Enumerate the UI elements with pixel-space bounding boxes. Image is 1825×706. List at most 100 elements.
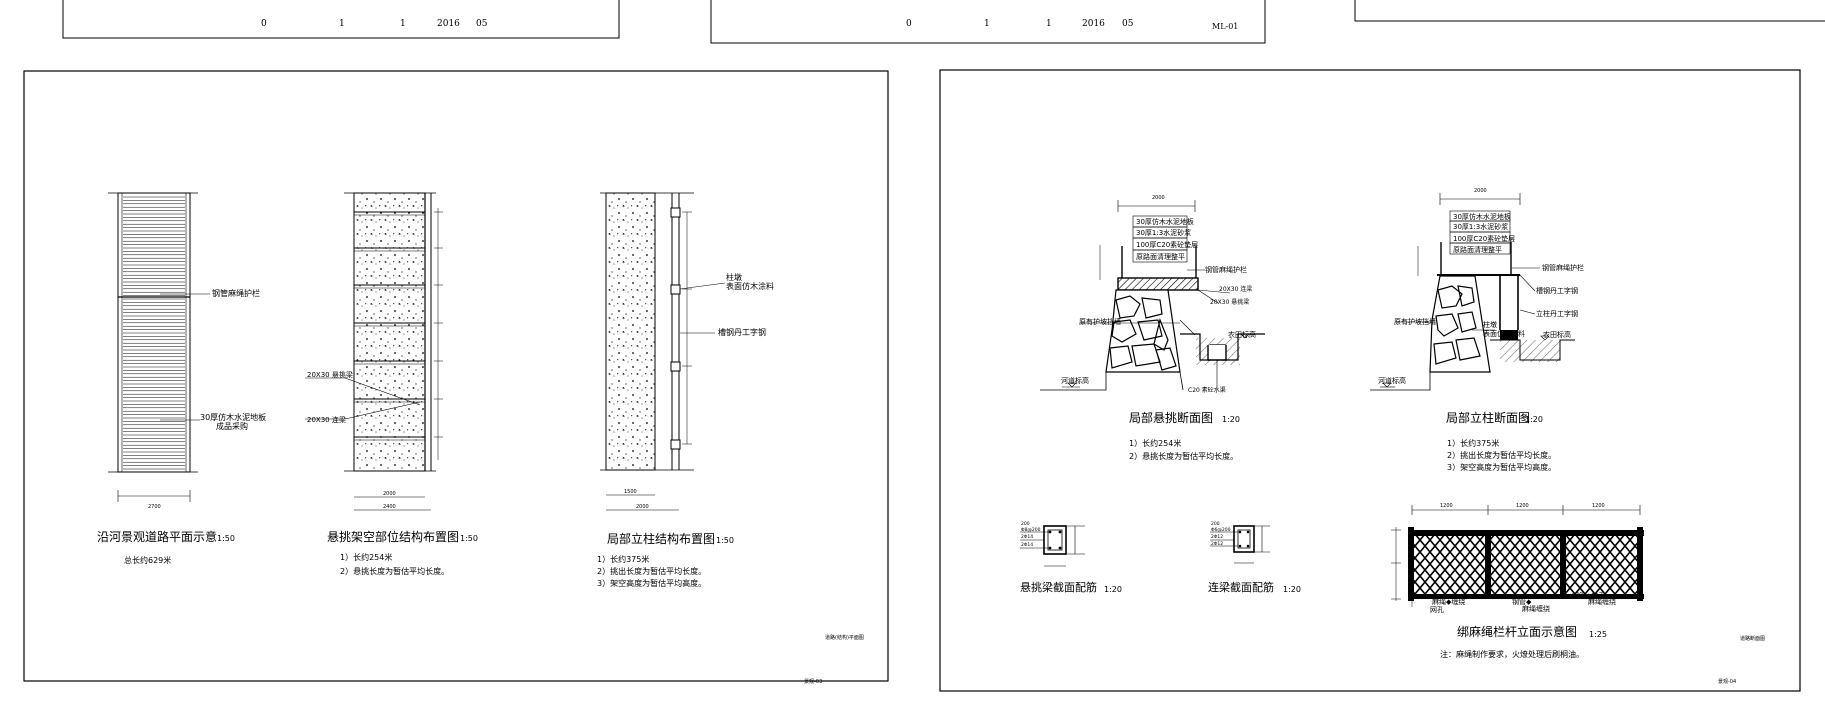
rebar-label: Φ8@200 <box>1021 527 1041 533</box>
rebar-label: 2Φ12 <box>1211 534 1223 540</box>
note-line: 2）悬挑长度为暂估平均长度。 <box>1129 451 1238 461</box>
fence-label: 网孔 <box>1430 606 1444 614</box>
section-b-title: 局部立柱断面图 <box>1446 410 1530 425</box>
column-plan-scale: 1:50 <box>716 536 734 545</box>
sheet-number: 景观-03 <box>804 678 822 685</box>
rubble-stones <box>1433 285 1481 365</box>
sheet-number: 景观-04 <box>1718 678 1736 685</box>
note-line: 3）架空高度为暂估平均高度。 <box>1447 462 1556 472</box>
label-post-finish: 表面仿木涂料 <box>1483 329 1525 338</box>
section-cantilever-drawing <box>1040 200 1265 391</box>
note-line: 1）长约254米 <box>1129 438 1181 448</box>
note-line: 1）长约375米 <box>1447 438 1499 448</box>
plan-drawing <box>108 192 210 502</box>
dim-top: 2000 <box>1152 195 1165 201</box>
strip-cell: 1 <box>1046 19 1052 29</box>
column-plan-title: 局部立柱结构布置图 <box>607 531 715 546</box>
fence-label: 麻绳缠绕 <box>1588 597 1616 606</box>
label-steel-beam: 槽钢丹工字钢 <box>1536 286 1578 295</box>
sheet-stamp: 道路(结构)平面图 <box>825 634 864 641</box>
cantilever-dims <box>434 211 443 438</box>
sheet-code: ML-01 <box>1212 22 1238 31</box>
label-deck-2: 成品采购 <box>216 421 248 431</box>
label-retaining-wall: 原有护坡挡墙 <box>1079 317 1121 326</box>
rubble-stones <box>1109 295 1177 371</box>
layer-label: 30厚1:3水泥砂浆 <box>1136 228 1191 237</box>
note-line: 2）挑出长度为暂估平均长度。 <box>597 566 706 576</box>
label-river-level: 河道标高 <box>1378 376 1406 385</box>
section-b-scale: 1:20 <box>1525 415 1543 424</box>
tie-detail-scale: 1:20 <box>1283 585 1301 594</box>
layer-label: 100厚C20素砼垫层 <box>1136 240 1198 249</box>
strip-cell: 05 <box>476 19 488 29</box>
label-post: 柱墩 <box>1483 320 1497 329</box>
strip-cell: 1 <box>339 19 345 29</box>
dim-2: 2400 <box>383 504 396 510</box>
dim-bay: 1200 <box>1592 503 1605 509</box>
beam-detail-title: 悬挑梁截面配筋 <box>1020 580 1097 594</box>
label-steel-column: 立柱丹工字钢 <box>1536 309 1578 318</box>
dim-2: 2000 <box>636 504 649 510</box>
strip-cell: 05 <box>1122 19 1134 29</box>
label-post: 柱墩 <box>726 272 742 282</box>
note-line: 2）悬挑长度为暂估平均长度。 <box>340 566 449 576</box>
plan-title: 沿河景观道路平面示意 <box>97 529 217 544</box>
cantilever-plan-title: 悬挑架空部位结构布置图 <box>327 529 459 544</box>
label-rail: 钢管麻绳护栏 <box>1205 265 1247 274</box>
dim-top: 2000 <box>1474 188 1487 194</box>
note-line: 1）长约254米 <box>340 552 392 562</box>
deck-boards <box>123 196 185 470</box>
rebar-label: 2Φ14 <box>1021 542 1033 548</box>
strip-cell: 2016 <box>1082 19 1105 29</box>
layer-label: 原路面清理整平 <box>1136 252 1185 261</box>
rebar-label: 2Φ14 <box>1021 534 1033 540</box>
label-retaining-wall: 原有护坡挡墙 <box>1394 317 1436 326</box>
fence-elevation-drawing <box>1391 505 1644 607</box>
beam-section-detail <box>1020 525 1085 567</box>
label-post-finish: 表面仿木涂料 <box>726 281 774 291</box>
note-line: 1）长约375米 <box>597 554 649 564</box>
layer-label: 原路面清理整平 <box>1453 245 1502 254</box>
tie-section-detail <box>1210 525 1270 564</box>
note-line: 2）挑出长度为暂估平均长度。 <box>1447 450 1556 460</box>
cantilever-plan-scale: 1:50 <box>460 534 478 543</box>
cantilever-plan-drawing <box>305 192 443 511</box>
label-river-level: 河道标高 <box>1061 376 1089 385</box>
section-a-title: 局部悬挑断面图 <box>1129 410 1213 425</box>
dim-1: 2000 <box>383 491 396 497</box>
plan-scale: 1:50 <box>217 534 235 543</box>
note-line: 3）架空高度为暂估平均高度。 <box>597 578 706 588</box>
fence-label: 麻绳缠绕 <box>1522 604 1550 613</box>
dim-bay: 1200 <box>1440 503 1453 509</box>
rebar-label: Φ6@200 <box>1211 527 1231 533</box>
rebar-label: 200 <box>1021 521 1030 527</box>
label-steel: 槽钢丹工字钢 <box>718 327 766 337</box>
label-cantilever-beam: 20X30 悬挑梁 <box>307 370 353 379</box>
dim-bay: 1200 <box>1516 503 1529 509</box>
strip-cell: 0 <box>906 19 912 29</box>
label-tie-beam: 20X30 连梁 <box>1219 285 1252 293</box>
layer-label: 30厚仿木水泥地板 <box>1453 212 1511 221</box>
label-rail: 钢管麻绳护栏 <box>1542 263 1584 272</box>
column-plan-drawing <box>600 192 726 511</box>
label-deck: 30厚仿木水泥地板 <box>200 412 266 422</box>
cantilever-beams <box>354 211 425 441</box>
dim-1: 1500 <box>624 489 637 495</box>
fence-label: 钢管◆ <box>1512 597 1532 606</box>
sheet-stamp: 道路断面图 <box>1740 635 1765 642</box>
dim-width: 2700 <box>148 504 161 510</box>
label-field-level: 农田标高 <box>1228 330 1256 339</box>
section-column-drawing <box>1370 193 1575 391</box>
beam-detail-scale: 1:20 <box>1104 585 1122 594</box>
layer-label: 100厚C20素砼垫层 <box>1453 234 1515 243</box>
label-tie-beam: 20X30 连梁 <box>307 415 346 424</box>
label-cantilever-beam: 20X30 悬挑梁 <box>1210 298 1249 306</box>
layer-label: 30厚仿木水泥地板 <box>1136 217 1194 226</box>
fence-label: 麻绳◆缠绕 <box>1432 597 1465 606</box>
fence-note: 注：麻绳制作要求，火燎处理后刷桐油。 <box>1440 649 1584 659</box>
label-field-level: 农田标高 <box>1543 330 1571 339</box>
top-strip-middle: 0 1 1 2016 05 ML-01 <box>710 0 1266 44</box>
sheet-left-frame <box>23 70 889 682</box>
strip-cell: 2016 <box>437 19 460 29</box>
